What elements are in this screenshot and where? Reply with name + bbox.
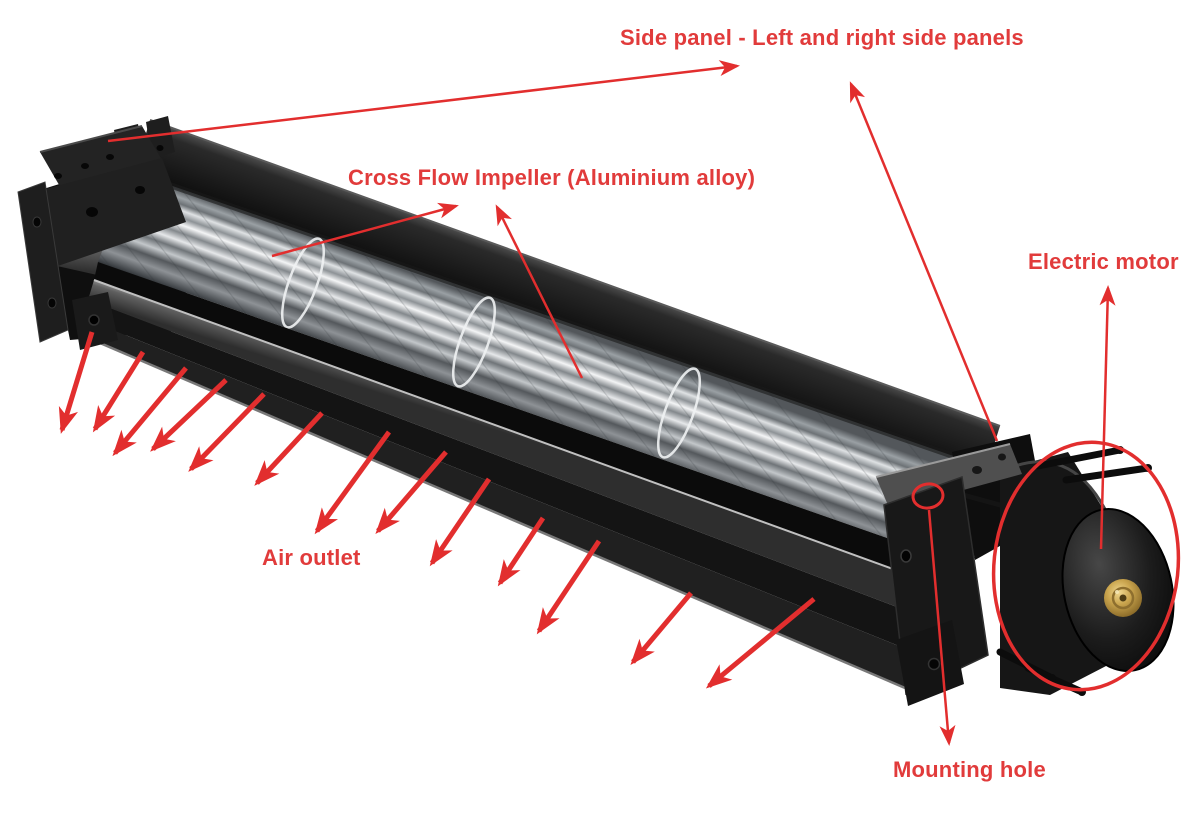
label-electric-motor: Electric motor (1028, 249, 1179, 274)
air-flow-arrow (536, 539, 602, 635)
label-mounting-hole: Mounting hole (893, 757, 1046, 782)
air-outlet-slot (83, 300, 926, 652)
air-flow-arrow (705, 597, 816, 689)
air-flow-arrow (188, 392, 266, 472)
air-flow-arrow (497, 516, 546, 587)
label-air-outlet: Air outlet (262, 545, 361, 570)
air-flow-arrow (58, 331, 95, 434)
impeller-arrow-left (271, 202, 459, 258)
air-flow-arrow (92, 350, 146, 433)
motor-bearing-cap (1104, 579, 1142, 617)
mounting-hole-arrow (927, 509, 956, 746)
air-flow-arrow (375, 450, 448, 535)
side-panel-right-arrow (849, 81, 999, 442)
impeller-arrow-right (495, 204, 584, 379)
air-flow-arrow (254, 411, 324, 486)
mounting-hole-circle (911, 482, 945, 510)
side-panel-left-arrow (107, 60, 740, 143)
label-side-panel: Side panel - Left and right side panels (620, 25, 1024, 50)
air-flow-arrows (58, 331, 816, 689)
electric-motor-arrow (1099, 285, 1116, 550)
air-flow-arrow (630, 591, 693, 666)
air-flow-arrow (429, 477, 492, 567)
air-flow-arrow (314, 430, 392, 535)
impeller-support-rings (280, 237, 702, 459)
air-flow-arrow (150, 378, 228, 452)
air-flow-arrow (112, 366, 188, 457)
left-side-panel (17, 116, 186, 350)
fan-housing-front (78, 262, 950, 690)
motor-highlight-ellipse (991, 440, 1181, 692)
annotation-arrows (107, 60, 1181, 746)
label-impeller: Cross Flow Impeller (Aluminium alloy) (348, 165, 756, 190)
